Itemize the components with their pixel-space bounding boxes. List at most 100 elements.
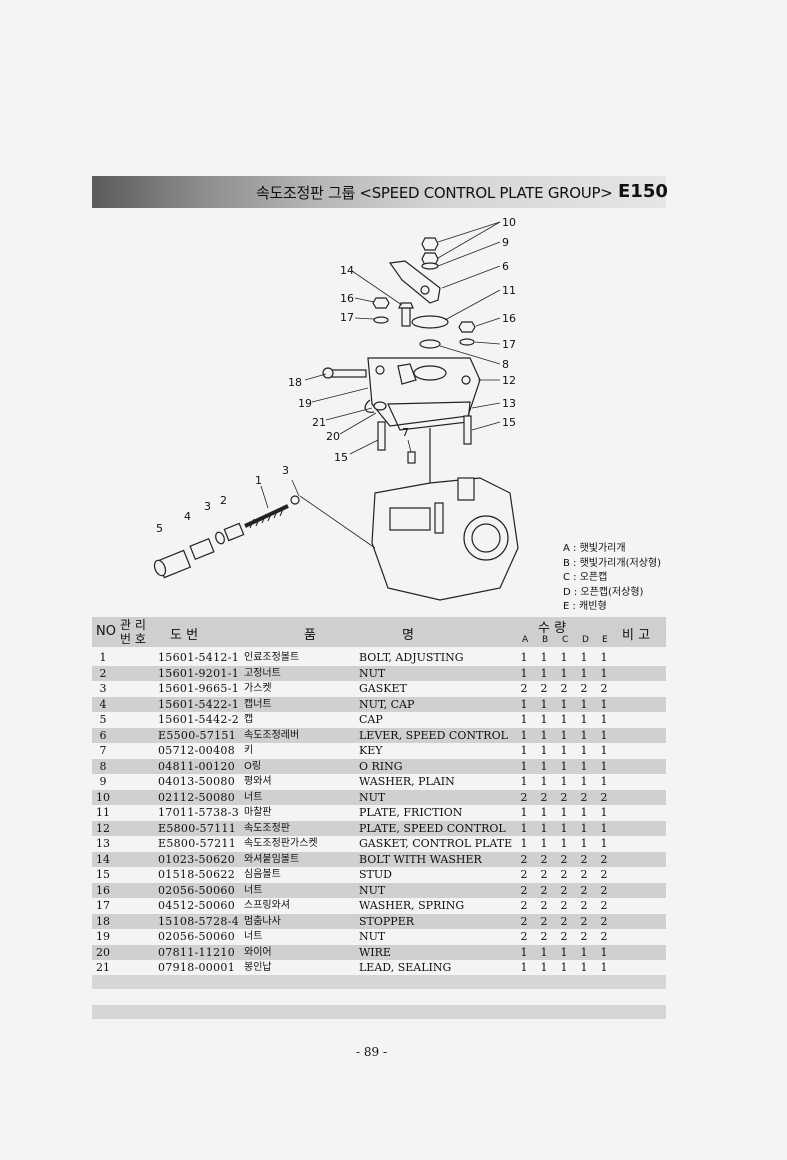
quantity-cell: 2	[560, 790, 568, 804]
section-title: 속도조정판 그룹 <SPEED CONTROL PLATE GROUP>	[256, 184, 613, 202]
callout-label: 5	[156, 522, 163, 535]
quantity-cell: 2	[560, 899, 568, 912]
callout-label: 20	[326, 430, 340, 443]
english-name: LEVER, SPEED CONTROL	[359, 728, 508, 742]
callout-label: 19	[298, 397, 312, 410]
english-name: KEY	[359, 744, 383, 757]
korean-name: 속도조정레버	[244, 729, 300, 741]
legend-item: A : 햇빛가리개	[563, 543, 626, 554]
quantity-cell: 2	[540, 914, 548, 928]
row-number: 19	[96, 930, 110, 943]
quantity-cell: 2	[600, 914, 608, 928]
english-name: NUT	[359, 930, 386, 943]
quantity-cell: 1	[520, 697, 528, 711]
korean-name: 캡너트	[244, 698, 272, 710]
header-remarks: 비 고	[622, 628, 651, 643]
row-number: 17	[96, 899, 110, 912]
quantity-cell: 1	[600, 744, 608, 757]
quantity-cell: 1	[540, 651, 548, 664]
korean-name: 키	[244, 745, 254, 756]
page-number: - 89 -	[356, 1045, 388, 1059]
english-name: PLATE, FRICTION	[359, 806, 463, 819]
quantity-cell: 2	[580, 883, 588, 897]
quantity-cell: 1	[560, 837, 568, 850]
quantity-cell: 1	[520, 775, 528, 788]
quantity-cell: 1	[520, 759, 528, 773]
header-part-number: 도 번	[170, 628, 199, 643]
quantity-cell: 1	[520, 961, 528, 974]
header-no: NO	[96, 624, 116, 639]
quantity-cell: 1	[560, 697, 568, 711]
english-name: NUT	[359, 666, 386, 680]
callout-label: 17	[502, 338, 516, 351]
english-name: NUT	[359, 790, 386, 804]
callout-label: 16	[340, 292, 354, 305]
callout-label: 7	[402, 426, 409, 439]
callout-label: 21	[312, 416, 326, 429]
part-number: 02056-50060	[158, 883, 236, 897]
quantity-cell: 1	[540, 806, 548, 819]
quantity-cell: 1	[560, 775, 568, 788]
quantity-cell: 2	[520, 790, 528, 804]
korean-name: 스프링와셔	[244, 900, 290, 911]
part-number: 15601-5442-2	[158, 713, 240, 726]
quantity-cell: 1	[540, 837, 548, 850]
quantity-cell: 1	[540, 666, 548, 680]
english-name: PLATE, SPEED CONTROL	[359, 821, 506, 835]
quantity-cell: 1	[560, 744, 568, 757]
callout-label: 13	[502, 397, 516, 410]
quantity-cell: 1	[600, 821, 608, 835]
callout-label: 15	[502, 416, 516, 429]
korean-name: 속도조정판	[244, 822, 290, 834]
quantity-cell: 2	[600, 852, 608, 866]
quantity-cell: 2	[580, 930, 588, 943]
quantity-cell: 2	[540, 790, 548, 804]
korean-name: 마찰판	[244, 807, 272, 818]
header-qty-e: E	[602, 635, 608, 645]
part-number: E5800-57211	[158, 837, 237, 850]
table-footer-band	[92, 975, 666, 989]
quantity-cell: 2	[580, 790, 588, 804]
header-qty-a: A	[522, 635, 529, 645]
callout-label: 12	[502, 374, 516, 387]
quantity-cell: 2	[520, 868, 528, 881]
row-number: 3	[99, 682, 107, 695]
quantity-cell: 2	[540, 899, 548, 912]
english-name: STUD	[359, 868, 392, 881]
row-number: 5	[99, 713, 107, 726]
quantity-cell: 1	[540, 945, 548, 959]
quantity-cell: 1	[580, 666, 588, 680]
row-number: 4	[99, 697, 107, 711]
quantity-cell: 1	[520, 744, 528, 757]
part-number: 15601-9665-1	[158, 682, 240, 695]
header-name-left: 품	[304, 628, 316, 643]
quantity-cell: 1	[580, 744, 588, 757]
quantity-cell: 1	[580, 821, 588, 835]
row-number: 8	[99, 759, 107, 773]
part-number: 04013-50080	[158, 775, 236, 788]
section-header-band	[92, 176, 666, 208]
quantity-cell: 1	[600, 697, 608, 711]
korean-name: 너트	[244, 931, 263, 942]
english-name: LEAD, SEALING	[359, 961, 452, 974]
row-number: 2	[99, 666, 107, 680]
quantity-cell: 1	[560, 728, 568, 742]
table-footer-band	[92, 1005, 666, 1019]
part-number: 04811-00120	[158, 759, 236, 773]
part-number: E5500-57151	[158, 728, 237, 742]
part-number: 17011-5738-3	[158, 806, 240, 819]
korean-name: 속도조정판가스켓	[244, 838, 318, 849]
quantity-cell: 2	[600, 883, 608, 897]
header-name-right: 명	[402, 628, 414, 643]
quantity-cell: 2	[520, 682, 528, 695]
legend-item: E : 캐빈형	[563, 601, 607, 612]
row-number: 16	[96, 883, 110, 897]
quantity-cell: 1	[600, 759, 608, 773]
